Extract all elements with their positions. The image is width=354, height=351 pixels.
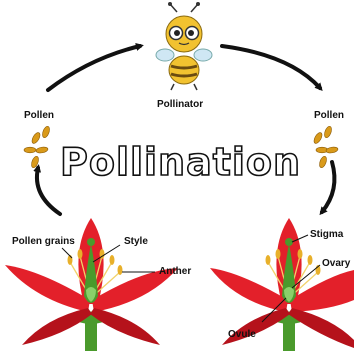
pollen-label-left: Pollen [24,110,54,122]
ovary-label: Ovary [322,258,350,270]
anther-label: Anther [159,266,191,278]
page-title: Pollination [60,140,300,184]
ovule-label: Ovule [228,329,256,341]
stigma-label: Stigma [310,229,343,241]
style-label: Style [124,236,148,248]
pollen-label-right: Pollen [314,110,344,122]
pollinator-label: Pollinator [157,99,203,111]
pollen-grains-label: Pollen grains [12,236,75,248]
